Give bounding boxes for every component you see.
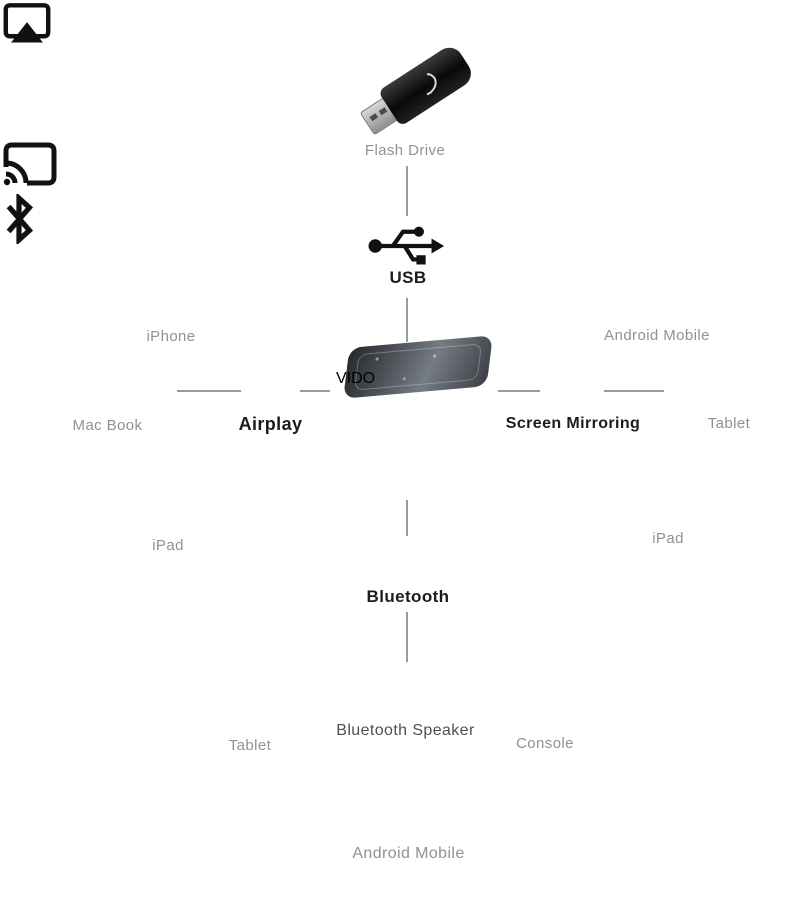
connector-line-flashdrive-usb: [406, 166, 408, 216]
connector-line-airplay-projector: [300, 390, 330, 392]
connector-line-projector-bluetooth: [406, 500, 408, 536]
ipad-right-label: iPad: [652, 530, 684, 547]
airplay-icon: [0, 0, 800, 51]
android-mobile-top-image: [0, 51, 56, 139]
bluetooth-label: Bluetooth: [366, 587, 450, 606]
console-label: Console: [516, 735, 574, 752]
projector-image: VIDO: [328, 335, 500, 492]
flash-drive-body: [377, 42, 477, 127]
tablet-bottom-label: Tablet: [228, 737, 272, 754]
android-mobile-bottom-label: Android Mobile: [352, 845, 465, 862]
connector-line-macbook-airplay: [177, 390, 241, 392]
connector-line-projector-mirroring: [498, 390, 540, 392]
connector-line-mirroring-tablet: [604, 390, 664, 392]
projector-body: VIDO: [336, 370, 494, 488]
screen-mirroring-icon: [0, 139, 800, 194]
iphone-label: iPhone: [146, 328, 196, 345]
usb-icon: [366, 220, 450, 277]
ipad-left-label: iPad: [152, 537, 184, 554]
airplay-label: Airplay: [238, 414, 303, 434]
android-mobile-bottom-image: [0, 249, 58, 343]
usb-label: USB: [389, 268, 427, 287]
screen-mirroring-label: Screen Mirroring: [505, 415, 641, 432]
projector-brand-logo: VIDO: [336, 370, 376, 387]
connector-line-usb-projector: [406, 298, 408, 342]
bluetooth-icon: [0, 192, 800, 249]
flash-drive-image: [355, 40, 480, 145]
macbook-label: Mac Book: [72, 417, 143, 434]
android-mobile-top-label: Android Mobile: [604, 327, 710, 344]
bluetooth-speaker-label: Bluetooth Speaker: [336, 722, 475, 739]
flash-drive-label: Flash Drive: [364, 142, 446, 159]
tablet-right-label: Tablet: [707, 415, 751, 432]
connector-line-bluetooth-speaker: [406, 612, 408, 662]
